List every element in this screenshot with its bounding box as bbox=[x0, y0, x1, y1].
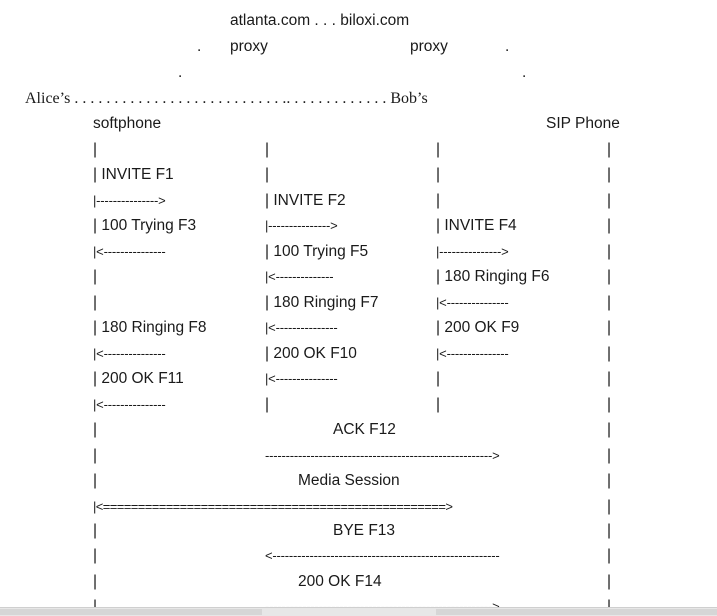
arrow-f4: |---------------> bbox=[436, 244, 509, 259]
message-f7: | 180 Ringing F7 bbox=[265, 294, 379, 311]
proxy-left-dot: . bbox=[197, 38, 202, 55]
message-f1: | INVITE F1 bbox=[93, 166, 174, 183]
arrow-f7: |<--------------- bbox=[265, 320, 338, 335]
lifeline-pipe: | bbox=[436, 192, 441, 209]
lifeline-pipe: | bbox=[607, 243, 612, 260]
lifeline-pipe: | bbox=[93, 573, 98, 590]
proxy-right-dot: . bbox=[505, 38, 510, 55]
message-f4: | INVITE F4 bbox=[436, 217, 517, 234]
dot-left: . bbox=[178, 64, 183, 81]
domains-label: atlanta.com . . . biloxi.com bbox=[230, 12, 410, 29]
proxy-right-label: proxy bbox=[410, 38, 448, 55]
message-f11: | 200 OK F11 bbox=[93, 370, 184, 387]
lifeline-pipe: | bbox=[607, 192, 612, 209]
bottom-scroll-strip[interactable] bbox=[0, 607, 717, 616]
message-f6: | 180 Ringing F6 bbox=[436, 268, 550, 285]
lifeline-pipe: | bbox=[607, 294, 612, 311]
lifeline-pipe: | bbox=[607, 396, 612, 413]
message-f10: | 200 OK F10 bbox=[265, 345, 357, 362]
lifeline-pipe: | bbox=[265, 166, 270, 183]
lifeline-pipe: | bbox=[436, 141, 441, 158]
message-f8: | 180 Ringing F8 bbox=[93, 319, 207, 336]
scroll-segment bbox=[436, 609, 717, 615]
message-f3: | 100 Trying F3 bbox=[93, 217, 197, 234]
lifeline-pipe: | bbox=[93, 141, 98, 158]
lifeline-pipe: | bbox=[607, 522, 612, 539]
lifeline-pipe: | bbox=[607, 370, 612, 387]
message-f2: | INVITE F2 bbox=[265, 192, 346, 209]
message-f5: | 100 Trying F5 bbox=[265, 243, 369, 260]
arrow-ack-f12: ----------------------------------------… bbox=[265, 448, 500, 463]
arrow-f9: |<--------------- bbox=[436, 346, 509, 361]
lifeline-pipe: | bbox=[93, 268, 98, 285]
lifeline-pipe: | bbox=[607, 421, 612, 438]
arrow-f5: |<-------------- bbox=[265, 269, 334, 284]
lifeline-pipe: | bbox=[93, 522, 98, 539]
lifeline-pipe: | bbox=[607, 498, 612, 515]
message-200-ok-f14: 200 OK F14 bbox=[298, 573, 382, 590]
message-bye-f13: BYE F13 bbox=[333, 522, 396, 539]
arrow-f6: |<--------------- bbox=[436, 295, 509, 310]
lifeline-pipe: | bbox=[607, 598, 611, 616]
arrow-bye-f13: <---------------------------------------… bbox=[265, 548, 500, 563]
message-ack-f12: ACK F12 bbox=[333, 421, 396, 438]
lifeline-pipe: | bbox=[607, 345, 612, 362]
lifeline-pipe: | bbox=[607, 447, 612, 464]
lifeline-pipe: | bbox=[436, 370, 441, 387]
arrow-f1: |---------------> bbox=[93, 193, 166, 208]
lifeline-pipe: | bbox=[607, 268, 612, 285]
dot-right: . bbox=[522, 64, 527, 81]
lifeline-pipe: | bbox=[607, 141, 612, 158]
media-session-arrow: |<======================================… bbox=[93, 499, 453, 514]
arrow-f11: |<--------------- bbox=[93, 397, 166, 412]
lifeline-pipe: | bbox=[607, 573, 612, 590]
message-f9: | 200 OK F9 bbox=[436, 319, 520, 336]
arrow-f10: |<--------------- bbox=[265, 371, 338, 386]
lifeline-pipe: | bbox=[93, 547, 98, 564]
lifeline-pipe: | bbox=[436, 166, 441, 183]
lifeline-pipe: | bbox=[93, 472, 98, 489]
lifeline-pipe: | bbox=[607, 166, 612, 183]
right-endpoint-label: SIP Phone bbox=[546, 115, 620, 132]
lifeline-pipe: | bbox=[93, 447, 98, 464]
lifeline-pipe: | bbox=[607, 319, 612, 336]
lifeline-pipe: | bbox=[93, 294, 98, 311]
lifeline-pipe: | bbox=[93, 421, 98, 438]
left-endpoint-label: softphone bbox=[93, 115, 162, 132]
lifeline-pipe: | bbox=[265, 396, 270, 413]
arrow-f3: |<--------------- bbox=[93, 244, 166, 259]
media-session-label: Media Session bbox=[298, 472, 400, 489]
lifeline-pipe: | bbox=[607, 547, 612, 564]
lifeline-pipe: | bbox=[607, 472, 612, 489]
lifeline-pipe: | bbox=[607, 217, 612, 234]
lifeline-pipe: | bbox=[436, 396, 441, 413]
lifeline-pipe: | bbox=[93, 598, 97, 616]
dotted-domain-line: Alice’s . . . . . . . . . . . . . . . . … bbox=[25, 90, 428, 107]
arrow-f8: |<--------------- bbox=[93, 346, 166, 361]
proxy-left-label: proxy bbox=[230, 38, 268, 55]
scroll-segment bbox=[0, 609, 262, 615]
lifeline-pipe: | bbox=[265, 141, 270, 158]
arrow-f2: |---------------> bbox=[265, 218, 338, 233]
